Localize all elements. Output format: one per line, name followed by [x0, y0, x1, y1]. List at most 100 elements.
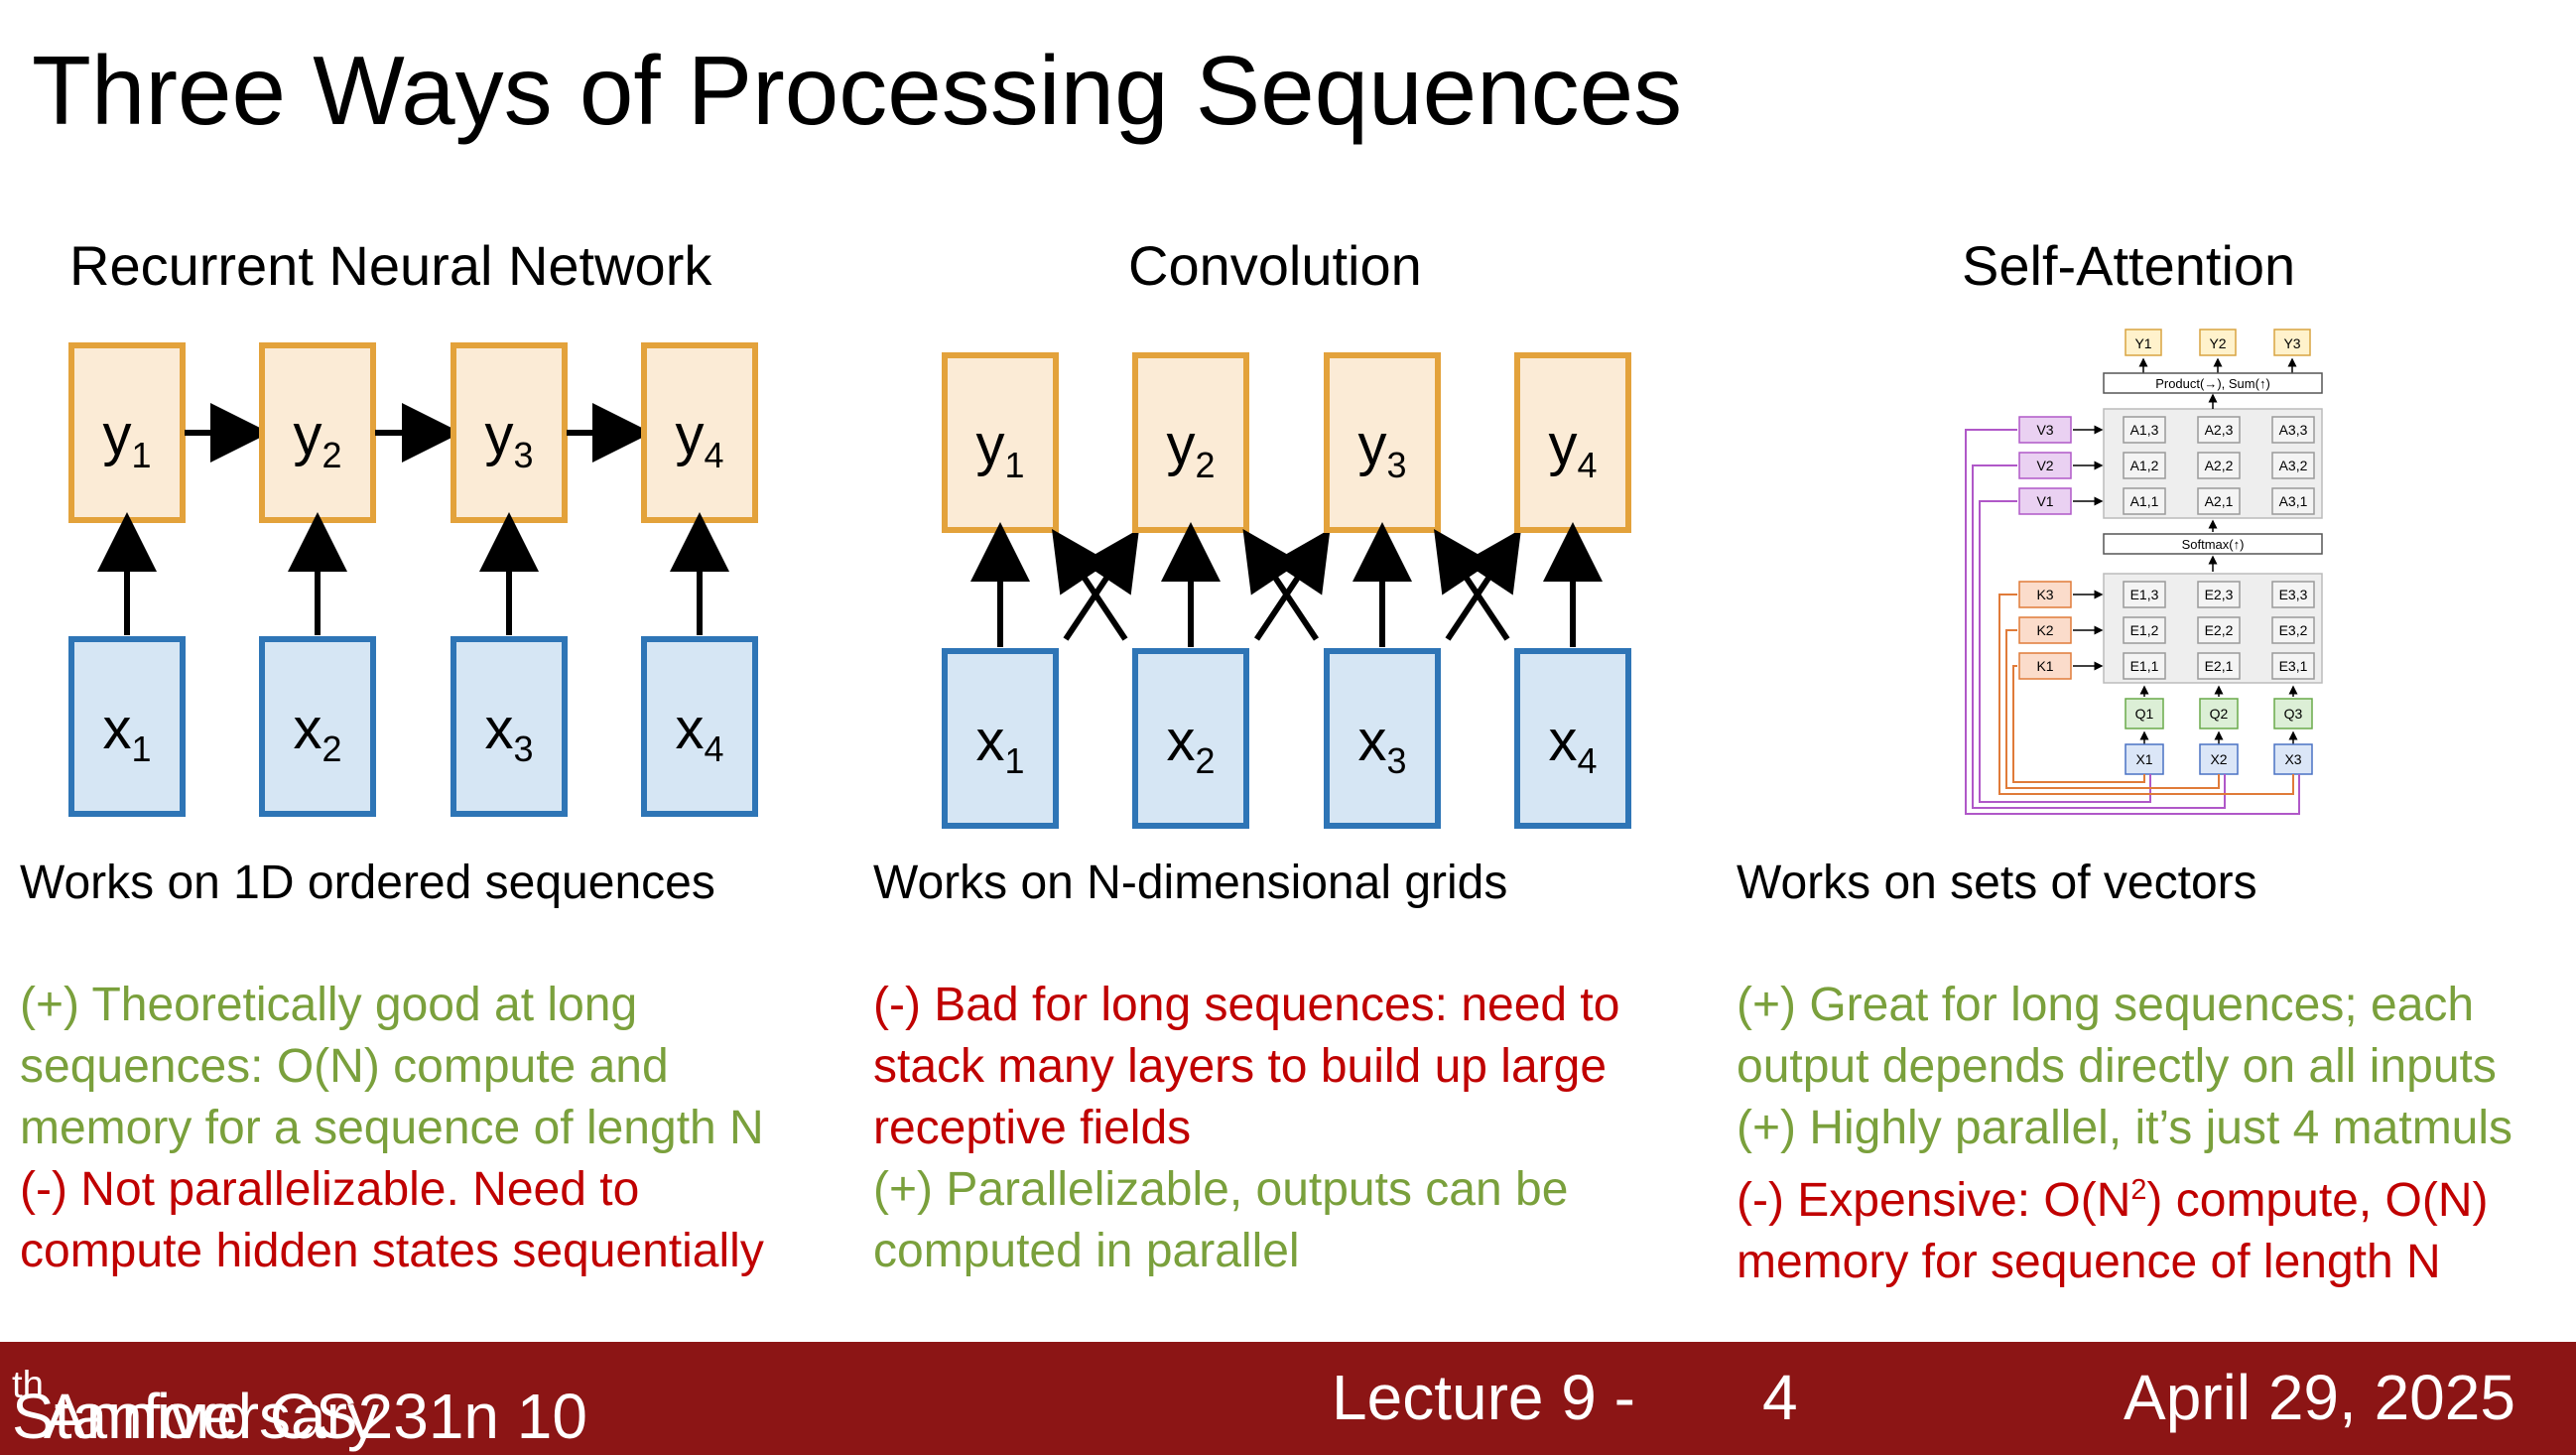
e-cell — [2271, 616, 2315, 644]
note-line: computed in parallel — [873, 1225, 1300, 1277]
q-label: Q2 — [2210, 706, 2229, 722]
note-line: (+) Highly parallel, it’s just 4 matmuls — [1737, 1102, 2513, 1154]
lecture-label: Lecture 9 - — [1332, 1362, 1635, 1433]
note-line: memory for a sequence of length N — [20, 1102, 764, 1154]
a-cell-label: A2,1 — [2205, 493, 2234, 509]
e-cell-label: E1,2 — [2130, 622, 2159, 638]
a-cell-label: A1,2 — [2130, 458, 2159, 473]
e-cell — [2197, 616, 2241, 644]
a-cell-label: A3,1 — [2279, 493, 2308, 509]
conv-description: Works on N-dimensional grids — [873, 857, 1508, 909]
conv-output-box — [1514, 352, 1631, 533]
k-label: K3 — [2036, 587, 2053, 602]
y-output-label: Y3 — [2283, 335, 2300, 351]
conv-input-box — [1324, 648, 1441, 829]
k-box — [2018, 616, 2072, 644]
k-box — [2018, 581, 2072, 608]
conv-input-box — [942, 648, 1059, 829]
x-label: X3 — [2284, 751, 2301, 767]
q-label: Q3 — [2284, 706, 2303, 722]
q-label: Q1 — [2135, 706, 2154, 722]
attention-title: Self-Attention — [1962, 234, 2296, 297]
rnn-input-label: x1 — [103, 697, 152, 769]
note-line: (+) Great for long sequences; each — [1737, 979, 2475, 1031]
e-cell — [2271, 581, 2315, 608]
a-cell — [2123, 452, 2166, 479]
conv-cross-arrow — [1254, 529, 1331, 641]
conv-output-label: y2 — [1167, 413, 1216, 485]
e-cell — [2123, 652, 2166, 680]
key-route-line — [2005, 629, 2220, 789]
e-cell-label: E1,3 — [2130, 587, 2159, 602]
x-box — [2125, 743, 2164, 775]
conv-cross-arrow — [1242, 529, 1319, 641]
a-cell-label: A1,1 — [2130, 493, 2159, 509]
rnn-input-label: x4 — [676, 697, 724, 769]
note-line: sequences: O(N) compute and — [20, 1040, 669, 1093]
y-output-box — [2125, 329, 2162, 356]
note-line: stack many layers to build up large — [873, 1040, 1608, 1093]
v-box — [2018, 452, 2072, 479]
note-line: receptive fields — [873, 1102, 1192, 1154]
conv-input-label: x2 — [1167, 709, 1216, 781]
a-cell — [2197, 416, 2241, 444]
conv-cons: (-) Bad for long sequences: need to stac… — [873, 975, 1619, 1159]
k-label: K1 — [2036, 658, 2053, 674]
conv-cross-arrow — [1445, 529, 1521, 641]
conv-cross-arrow — [1434, 529, 1510, 641]
value-route-line — [1972, 464, 2226, 809]
note-line: (-) Expensive: O(N2) compute, O(N) — [1737, 1174, 2489, 1227]
q-box — [2273, 698, 2313, 729]
note-line: (+) Parallelizable, outputs can be — [873, 1163, 1569, 1216]
v-box — [2018, 487, 2072, 515]
e-cell-label: E1,1 — [2130, 658, 2159, 674]
softmax-label: Softmax(↑) — [2182, 537, 2245, 552]
e-cell-label: E3,2 — [2279, 622, 2308, 638]
k-box — [2018, 652, 2072, 680]
rnn-input-label: x2 — [294, 697, 342, 769]
a-cell — [2271, 452, 2315, 479]
conv-input-box — [1132, 648, 1249, 829]
conv-pros: (+) Parallelizable, outputs can be compu… — [873, 1159, 1568, 1282]
a-cell-label: A2,2 — [2205, 458, 2234, 473]
y-output-label: Y1 — [2134, 335, 2151, 351]
v-box — [2018, 416, 2072, 444]
e-cell — [2197, 652, 2241, 680]
a-cell-label: A2,3 — [2205, 422, 2234, 438]
e-cell-label: E2,2 — [2205, 622, 2234, 638]
rnn-cons: (-) Not parallelizable. Need to compute … — [20, 1159, 764, 1282]
product-sum-label: Product(→), Sum(↑) — [2155, 376, 2270, 391]
e-cell — [2271, 652, 2315, 680]
conv-input-box — [1514, 648, 1631, 829]
e-cell-label: E3,3 — [2279, 587, 2308, 602]
rnn-title: Recurrent Neural Network — [69, 234, 712, 297]
a-cell — [2123, 487, 2166, 515]
note-line: (-) Bad for long sequences: need to — [873, 979, 1620, 1031]
conv-input-label: x1 — [976, 709, 1025, 781]
x-label: X1 — [2135, 751, 2152, 767]
rnn-description: Works on 1D ordered sequences — [20, 857, 715, 909]
attention-description: Works on sets of vectors — [1737, 857, 2257, 909]
conv-input-label: x3 — [1358, 709, 1407, 781]
value-route-line — [1965, 429, 2300, 815]
e-cell — [2123, 616, 2166, 644]
page-number: 4 — [1762, 1362, 1798, 1433]
rnn-input-label: x3 — [485, 697, 534, 769]
k-label: K2 — [2036, 622, 2053, 638]
e-cell-label: E2,1 — [2205, 658, 2234, 674]
q-box — [2199, 698, 2239, 729]
y-output-label: Y2 — [2209, 335, 2226, 351]
a-cell — [2271, 487, 2315, 515]
v-label: V3 — [2036, 422, 2053, 438]
attention-cons: (-) Expensive: O(N2) compute, O(N) memor… — [1737, 1159, 2488, 1293]
rnn-output-label: y1 — [103, 403, 152, 475]
softmax-bar — [2103, 533, 2323, 555]
x-box — [2199, 743, 2239, 775]
e-cell-label: E2,3 — [2205, 587, 2234, 602]
a-cell — [2197, 487, 2241, 515]
a-cell — [2123, 416, 2166, 444]
rnn-pros: (+) Theoretically good at long sequences… — [20, 975, 764, 1159]
